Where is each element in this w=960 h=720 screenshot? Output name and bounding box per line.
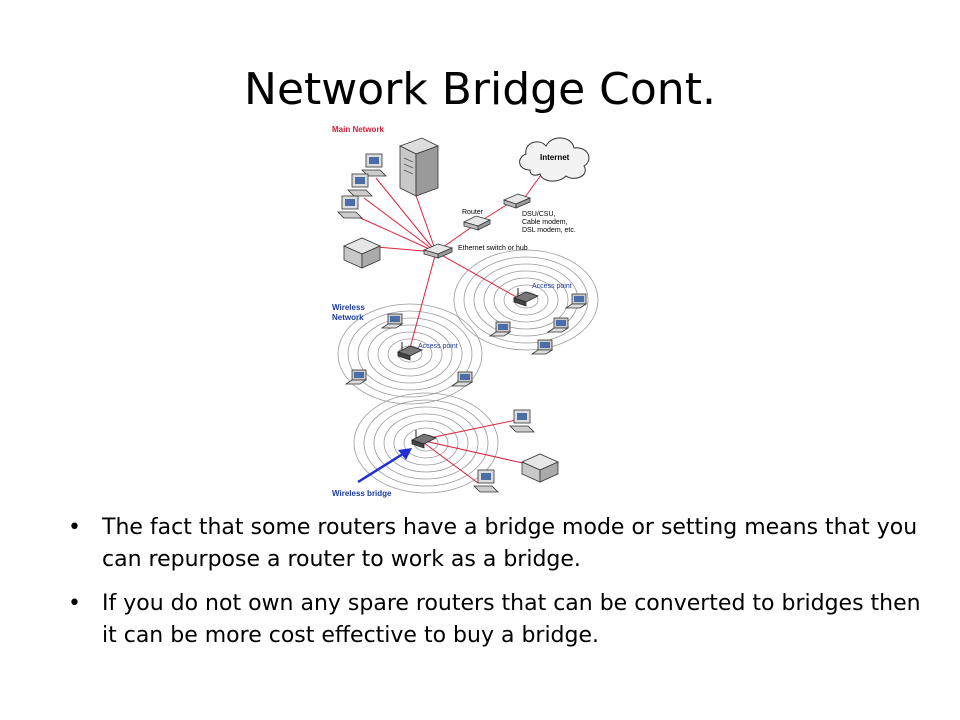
- modem-label-2: Cable modem,: [522, 219, 568, 226]
- laptop-icon: [546, 317, 570, 333]
- desktop-computer-icon: [347, 173, 373, 197]
- laptop-icon: [450, 371, 474, 387]
- wireless-bridge-signal-rings: [353, 392, 499, 494]
- network-diagram: Internet DSU/CSU, Cable modem, DSL modem…: [332, 125, 599, 498]
- internet-cloud-icon: Internet: [519, 137, 590, 182]
- router-icon: [462, 215, 492, 231]
- wireless-network-label-line2: Network: [332, 313, 364, 322]
- laptop-icon: [530, 339, 554, 355]
- desktop-computer-icon: [473, 469, 499, 493]
- switch-label: Ethernet switch or hub: [458, 245, 528, 252]
- printer-icon: [521, 453, 559, 483]
- access-point-icon: [512, 288, 540, 307]
- laptop-icon: [380, 313, 404, 329]
- modem-icon: [502, 193, 532, 209]
- access-point-1-signal-rings: [453, 249, 599, 351]
- wireless-network-label-line1: Wireless: [332, 303, 365, 312]
- ethernet-switch-icon: [422, 243, 454, 259]
- laptop-icon: [488, 321, 512, 337]
- main-network-label: Main Network: [332, 125, 385, 134]
- server-icon: [398, 137, 440, 197]
- desktop-computer-icon: [337, 195, 363, 219]
- desktop-computer-icon: [361, 153, 387, 177]
- access-point-icon: [396, 342, 424, 361]
- bullet-list: The fact that some routers have a bridge…: [68, 512, 928, 664]
- wireless-bridge-label: Wireless bridge: [332, 489, 392, 498]
- modem-label-1: DSU/CSU,: [522, 211, 556, 218]
- wireless-bridge-icon: [410, 430, 438, 449]
- slide-title: Network Bridge Cont.: [244, 64, 716, 115]
- modem-label-3: DSL modem, etc.: [522, 227, 576, 234]
- access-point-2-label: Access point: [418, 343, 458, 350]
- desktop-computer-icon: [509, 409, 535, 433]
- router-label: Router: [462, 209, 484, 216]
- bullet-item: If you do not own any spare routers that…: [68, 588, 928, 652]
- wireless-bridge-arrow-icon: [357, 448, 412, 484]
- bullet-item: The fact that some routers have a bridge…: [68, 512, 928, 576]
- laptop-icon: [564, 293, 588, 309]
- network-cables: [355, 167, 547, 484]
- printer-icon: [343, 237, 381, 269]
- access-point-1-label: Access point: [532, 283, 572, 290]
- internet-label: Internet: [540, 153, 570, 162]
- laptop-icon: [344, 369, 368, 385]
